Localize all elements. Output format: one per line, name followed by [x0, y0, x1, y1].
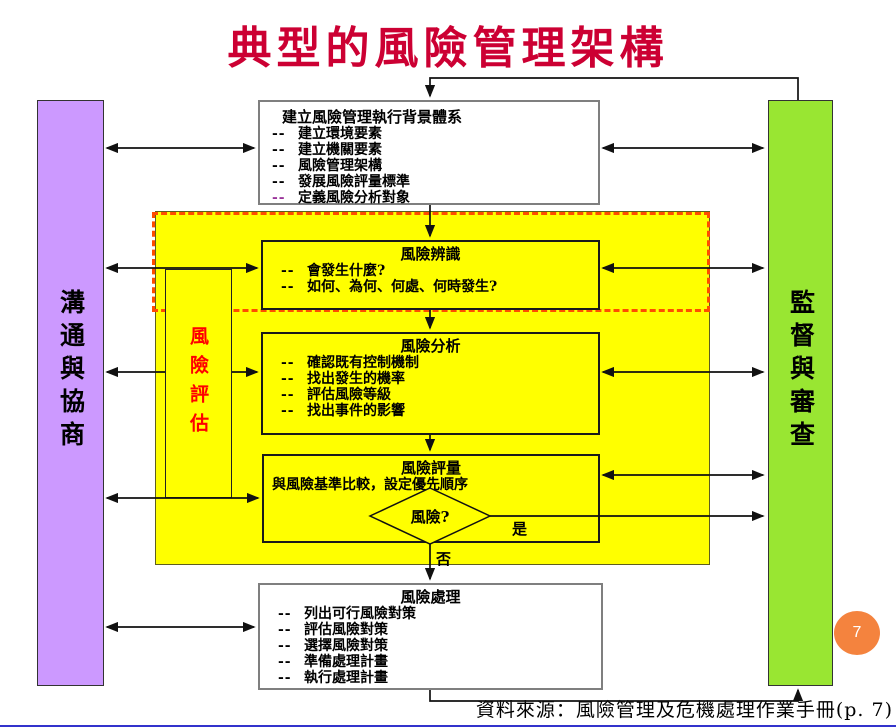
list-item: -- 準備處理計畫	[260, 654, 601, 670]
list-item: -- 評估風險對策	[260, 622, 601, 638]
dash-bullet: --	[278, 670, 292, 686]
list-item: -- 確認既有控制機制	[263, 355, 598, 371]
list-item: -- 執行處理計畫	[260, 670, 601, 686]
dash-bullet: --	[281, 355, 295, 371]
list-item: -- 定義風險分析對象	[260, 190, 598, 206]
list-item-label: 建立環境要素	[298, 126, 382, 142]
dash-bullet: --	[278, 638, 292, 654]
dash-bullet: --	[278, 606, 292, 622]
list-item: -- 列出可行風險對策	[260, 606, 601, 622]
arrow-supervision-to-context	[424, 77, 799, 100]
list-item-label: 建立機關要素	[298, 142, 382, 158]
list-item-label: 選擇風險對策	[304, 638, 388, 654]
risk-assess-label: 風險評估	[187, 325, 209, 442]
list-item: -- 如何、為何、何處、何時發生?	[263, 279, 598, 295]
risk-treat-title: 風險處理	[400, 588, 461, 606]
dash-bullet: --	[278, 622, 292, 638]
supervision-bar-label: 監督與審查	[786, 289, 816, 454]
list-item: -- 會發生什麼?	[263, 263, 598, 279]
list-item-label: 評估風險等級	[307, 387, 391, 403]
dash-bullet: --	[281, 403, 295, 419]
dash-bullet: --	[281, 279, 295, 295]
list-item: -- 找出發生的機率	[263, 371, 598, 387]
dash-bullet: --	[281, 387, 295, 403]
risk-evaluate-box: 風險評量 與風險基準比較，設定優先順序	[262, 454, 600, 543]
source-caption: 資料來源：風險管理及危機處理作業手冊(p. 7)	[475, 699, 893, 721]
dashed-highlight-rect	[152, 212, 710, 312]
list-item-label: 會發生什麼?	[307, 263, 386, 279]
list-item: -- 選擇風險對策	[260, 638, 601, 654]
list-item-label: 找出發生的機率	[307, 371, 405, 387]
yes-label: 是	[512, 520, 528, 538]
list-item-label: 發展風險評量標準	[298, 174, 410, 190]
dash-bullet: --	[272, 142, 286, 158]
list-item: -- 建立環境要素	[260, 126, 598, 142]
no-label: 否	[436, 550, 452, 568]
risk-treat-box: 風險處理 -- 列出可行風險對策 -- 評估風險對策 -- 選擇風險對策 -- 準備處理…	[258, 583, 603, 690]
list-item-label: 評估風險對策	[304, 622, 388, 638]
list-item-label: 列出可行風險對策	[304, 606, 416, 622]
risk-identify-box: 風險辨識 -- 會發生什麼? -- 如何、為何、何處、何時發生?	[261, 240, 600, 310]
risk-analyze-box: 風險分析 -- 確認既有控制機制 -- 找出發生的機率 -- 評估風險等級 -- 找出事…	[261, 332, 600, 435]
context-box-title: 建立風險管理執行背景體系	[282, 108, 463, 126]
communication-bar: 溝通與協商	[37, 100, 104, 686]
supervision-bar: 監督與審查	[768, 100, 833, 686]
list-item-label: 準備處理計畫	[304, 654, 388, 670]
list-item: -- 風險管理架構	[260, 158, 598, 174]
list-item: -- 找出事件的影響	[263, 403, 598, 419]
dash-bullet: --	[272, 174, 286, 190]
list-item: -- 建立機關要素	[260, 142, 598, 158]
risk-analyze-title: 風險分析	[400, 337, 461, 355]
decision-label: 風險?	[410, 508, 450, 526]
list-item-label: 找出事件的影響	[307, 403, 405, 419]
list-item-label: 風險管理架構	[298, 158, 382, 174]
dash-bullet: --	[272, 126, 286, 142]
risk-assess-box: 風險評估	[165, 269, 232, 498]
risk-evaluate-subtitle: 與風險基準比較，設定優先順序	[272, 477, 468, 493]
risk-identify-title: 風險辨識	[400, 245, 461, 263]
bottom-rule	[0, 725, 896, 727]
list-item-label: 確認既有控制機制	[307, 355, 419, 371]
risk-evaluate-title: 風險評量	[400, 459, 461, 477]
list-item-label: 如何、為何、何處、何時發生?	[307, 279, 498, 295]
list-item: -- 發展風險評量標準	[260, 174, 598, 190]
dash-bullet: --	[281, 371, 295, 387]
context-box: 建立風險管理執行背景體系 --建立環境要素 --建立機關要素 --風險管理架構 …	[258, 100, 600, 206]
communication-bar-label: 溝通與協商	[56, 289, 86, 454]
list-item-label: 執行處理計畫	[304, 670, 388, 686]
slide-title: 典型的風險管理架構	[227, 23, 669, 74]
dash-bullet: --	[281, 263, 295, 279]
list-item-label: 定義風險分析對象	[298, 190, 410, 206]
page-number-badge: 7	[834, 611, 880, 655]
list-item: -- 評估風險等級	[263, 387, 598, 403]
dash-bullet: --	[272, 158, 286, 174]
dash-bullet-purple: --	[272, 190, 286, 206]
dash-bullet: --	[278, 654, 292, 670]
